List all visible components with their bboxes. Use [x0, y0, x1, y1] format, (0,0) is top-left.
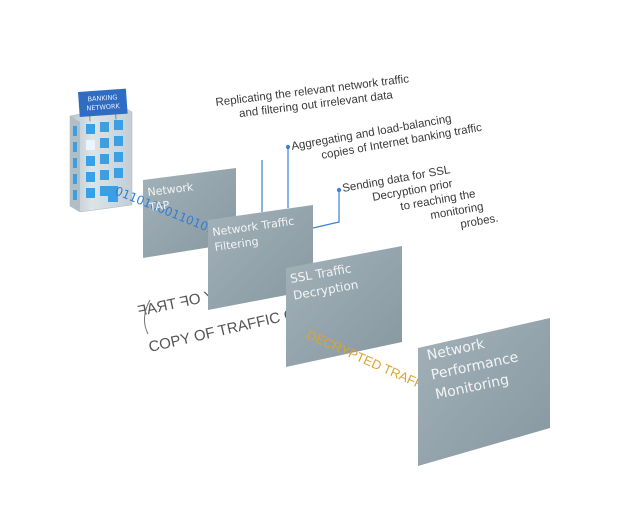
building-window [114, 152, 123, 162]
building-window [100, 154, 109, 164]
annotation-sending: Sending data for SSL Decryption prior to… [341, 164, 499, 231]
copy-loop-curve [144, 299, 151, 335]
sign-line-2: NETWORK [86, 102, 120, 112]
building-window [86, 188, 95, 198]
banking-network-sign: BANKING NETWORK [78, 88, 128, 122]
building-windows [73, 120, 123, 200]
building-window [100, 170, 109, 180]
tap-label-line-2: TAP [148, 198, 171, 214]
building-window [100, 122, 109, 132]
building-side-window [73, 142, 77, 152]
annotation-replicating: Replicating the relevant network traffic… [215, 73, 410, 120]
building-window [86, 172, 95, 182]
annotation-aggregating: Aggregating and load-balancing copies of… [290, 113, 483, 162]
building-window [100, 186, 109, 196]
connectors [261, 144, 342, 229]
building-side-window [73, 158, 77, 168]
building-window [114, 136, 123, 146]
building-window [86, 156, 95, 166]
building-side-window [73, 174, 77, 184]
building-window [86, 140, 95, 150]
building-window [86, 124, 95, 134]
tap-label-line-1: Network [147, 180, 195, 199]
connector-sending [312, 190, 340, 229]
building-window [114, 168, 123, 178]
stage-ssl-traffic-decryption [286, 246, 402, 367]
filtering-label-line-2: Filtering [214, 235, 260, 254]
building-door [108, 186, 118, 202]
stage-network-performance-monitoring [418, 318, 550, 466]
sign-line-1: BANKING [87, 93, 117, 103]
bank-building: BANKING NETWORK [69, 88, 133, 213]
building-side-window [73, 126, 77, 136]
building-side-window [73, 190, 77, 200]
building-window [100, 138, 109, 148]
building-window [114, 120, 123, 130]
